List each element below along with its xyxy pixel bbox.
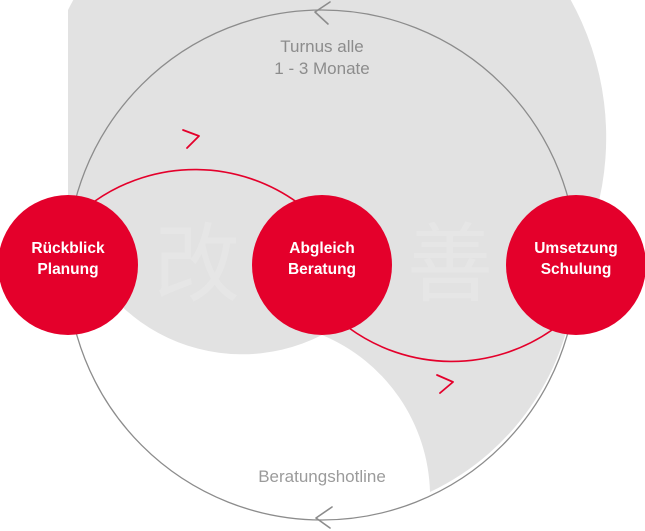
outer-top-arrowhead (314, 1, 331, 25)
arc-lower-arrowhead (436, 374, 454, 394)
node-abgleich-line2: Beratung (288, 261, 356, 278)
arc-upper-arrowhead (182, 129, 200, 149)
node-umsetzung-circle[interactable] (506, 195, 645, 335)
cycle-interval-line2: 1 - 3 Monate (274, 59, 369, 78)
node-rueckblick-line2: Planung (37, 261, 98, 278)
outer-bottom-arrowhead (315, 506, 333, 529)
arc-abgleich-to-umsetzung (348, 327, 553, 363)
node-umsetzung-line2: Schulung (541, 261, 612, 278)
arc-rueckblick-to-abgleich (94, 168, 299, 204)
beratungshotline-label: Beratungshotline (258, 467, 386, 486)
node-rueckblick-planung[interactable]: Rückblick Planung (0, 195, 138, 335)
node-abgleich-beratung[interactable]: Abgleich Beratung (252, 195, 392, 335)
node-abgleich-circle[interactable] (252, 195, 392, 335)
kanji-kai-character: 改 (154, 215, 240, 315)
node-rueckblick-line1: Rückblick (31, 240, 105, 257)
kanji-zen-character: 善 (407, 215, 493, 315)
node-umsetzung-line1: Umsetzung (534, 240, 618, 257)
node-umsetzung-schulung[interactable]: Umsetzung Schulung (506, 195, 645, 335)
cycle-interval-line1: Turnus alle (280, 37, 363, 56)
node-rueckblick-circle[interactable] (0, 195, 138, 335)
node-abgleich-line1: Abgleich (289, 240, 354, 257)
